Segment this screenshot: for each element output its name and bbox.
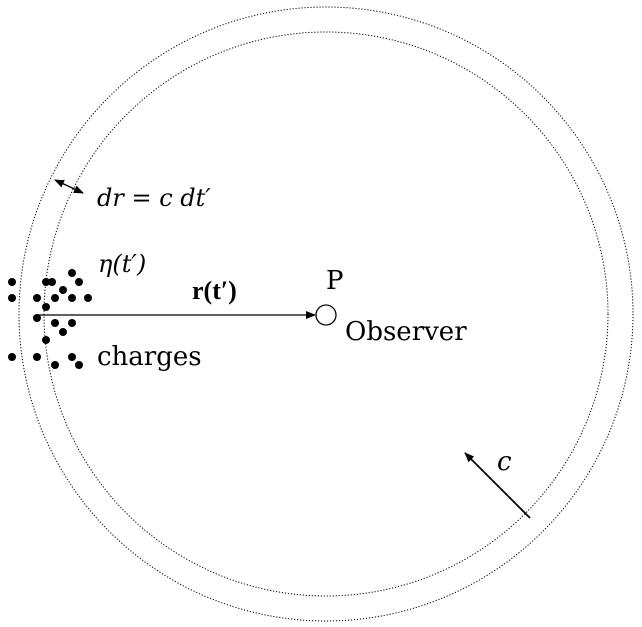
charge-dot [42, 278, 50, 286]
charge-dot [51, 361, 59, 369]
charge-dot [68, 294, 76, 302]
wave-speed-arrow [464, 452, 531, 519]
charges-label: charges [97, 342, 202, 372]
charge-distribution [8, 269, 92, 369]
charge-dot [59, 328, 67, 336]
charge-dot [68, 353, 76, 361]
charge-dot [42, 336, 50, 344]
charge-dot [51, 294, 59, 302]
speed-label: c [497, 447, 512, 477]
charge-dot [84, 294, 92, 302]
charge-dot [59, 286, 67, 294]
density-label: η(t′) [98, 250, 146, 278]
charge-dot [51, 319, 59, 327]
charge-dot [75, 278, 83, 286]
inner-sphere [43, 31, 609, 597]
position-vector-label: r(t′) [192, 276, 237, 305]
observer-point [315, 304, 337, 326]
charge-dot [33, 314, 41, 322]
outer-sphere [18, 6, 634, 622]
charge-dot [42, 303, 50, 311]
charge-dot [68, 319, 76, 327]
shell-width-arrow [54, 179, 84, 194]
point-label: P [326, 266, 344, 296]
charge-dot [68, 269, 76, 277]
charge-dot [8, 294, 16, 302]
charge-dot [8, 278, 16, 286]
shell-width-label: dr = c dt′ [97, 184, 211, 212]
charge-dot [48, 278, 56, 286]
charge-dot [75, 361, 83, 369]
observer-label: Observer [345, 317, 467, 347]
charge-dot [33, 353, 41, 361]
charge-dot [33, 294, 41, 302]
charge-dot [8, 353, 16, 361]
